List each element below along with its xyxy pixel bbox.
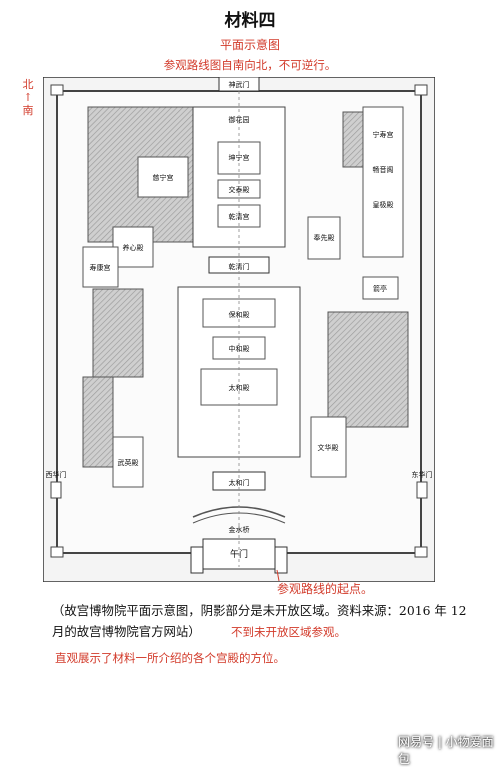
baohedian-label: 保和殿 (229, 310, 250, 319)
huangjidian-label: 皇极殿 (373, 200, 394, 209)
qianqinggong-label: 乾清宫 (229, 212, 250, 221)
taihedian-label: 太和殿 (229, 383, 250, 392)
compass-north-label: 北 (22, 78, 34, 91)
plan-heading-note: 平面示意图 (219, 38, 280, 52)
map-caption: （故宫博物院平面示意图，阴影部分是未开放区域。资料来源：2016 年 12 月的… (52, 600, 482, 642)
yangxindian-label: 养心殿 (123, 243, 144, 252)
route-direction-note: 参观路线图自南向北，不可逆行。 (163, 58, 337, 72)
closed-area-west (92, 288, 144, 378)
closed-area-southwest (82, 376, 114, 468)
palace-plan-map: 神武门 御花园 坤宁宫 交泰殿 乾清宫 乾清门 养心殿 保和殿 中和殿 太和殿 … (43, 77, 435, 582)
changyinge-label: 畅音阁 (373, 165, 394, 174)
yuhuayuan-label: 御花园 (229, 115, 250, 124)
zhonghedian-label: 中和殿 (229, 344, 250, 353)
closed-area-note: 不到未开放区域参观。 (231, 625, 346, 639)
wuyingdian-label: 武英殿 (118, 458, 139, 467)
shenwumen-label: 神武门 (229, 80, 250, 89)
route-start-note: 参观路线的起点。 (277, 582, 374, 596)
footer-watermark: 网易号 | 小物爱面包 (398, 735, 494, 766)
caption-line-1: （故宫博物院平面示意图，阴影部分是未开放区域。资料来源：2016 年 12 (52, 603, 467, 618)
fengxiandian-label: 奉先殿 (314, 233, 335, 242)
compass-south-label: 南 (22, 104, 34, 117)
purpose-note: 直观展示了材料一所介绍的各个宫殿的方位。 (55, 651, 285, 665)
corner-tower-ne (414, 84, 428, 96)
taihemen-label: 太和门 (229, 478, 250, 487)
compass: 北 ↑ 南 (22, 78, 34, 117)
wenhuadian-label: 文华殿 (318, 443, 339, 452)
donghuamen-label: 东华门 (412, 470, 433, 479)
jianting-label: 箭亭 (373, 284, 387, 293)
qianqingmen-label: 乾清门 (229, 262, 250, 271)
page-title: 材料四 (224, 11, 276, 31)
jinshuiqiao-label: 金水桥 (229, 525, 250, 534)
shoukanggong-label: 寿康宫 (90, 263, 111, 272)
jiaotaidian-label: 交泰殿 (229, 185, 250, 194)
ningshougong-label: 宁寿宫 (373, 130, 394, 139)
wumen-label: 午门 (230, 548, 248, 560)
compass-arrow-icon: ↑ (23, 91, 33, 104)
kunninggong-label: 坤宁宫 (229, 153, 250, 162)
corner-tower-se (414, 546, 428, 558)
caption-line-2: 月的故宫博物院官方网站） (52, 624, 201, 639)
cininggong-label: 慈宁宫 (153, 173, 174, 182)
closed-area-east (327, 311, 409, 428)
xihuamen-label: 西华门 (46, 470, 67, 479)
corner-tower-nw (50, 84, 64, 96)
corner-tower-sw (50, 546, 64, 558)
